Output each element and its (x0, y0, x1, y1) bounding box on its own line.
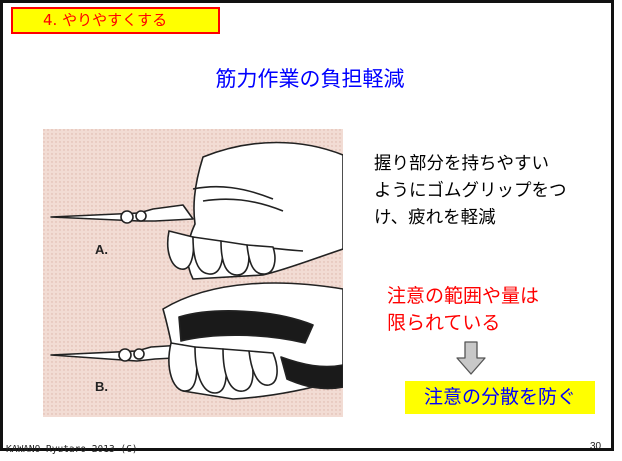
description-line: け、疲れを軽減 (374, 208, 496, 228)
caution-line: 注意の範囲や量は (387, 285, 540, 307)
figure-a-label: A. (95, 242, 108, 257)
page-number: 30 (590, 441, 602, 452)
caution-text: 注意の範囲や量は 限られている (387, 283, 607, 337)
description-text: 握り部分を持ちやすい ようにゴムグリップをつ け、疲れを軽減 (374, 151, 606, 232)
pliers-illustration: A. B. (43, 129, 343, 417)
caution-line: 限られている (387, 312, 501, 334)
footer-credit: KAWANO Ryutaro 2013 (C) (6, 444, 138, 455)
slide-frame: 4. やりやすくする 筋力作業の負担軽減 A. (0, 0, 614, 451)
figure-b-label: B. (95, 379, 108, 394)
result-box: 注意の分散を防ぐ (405, 381, 595, 414)
figure-a (50, 141, 343, 280)
down-arrow-icon (456, 341, 486, 375)
description-line: 握り部分を持ちやすい (374, 154, 549, 174)
description-line: ようにゴムグリップをつ (374, 181, 567, 201)
slide-title: 筋力作業の負担軽減 (215, 67, 405, 91)
section-tag: 4. やりやすくする (11, 7, 220, 34)
figure-b (50, 282, 343, 400)
